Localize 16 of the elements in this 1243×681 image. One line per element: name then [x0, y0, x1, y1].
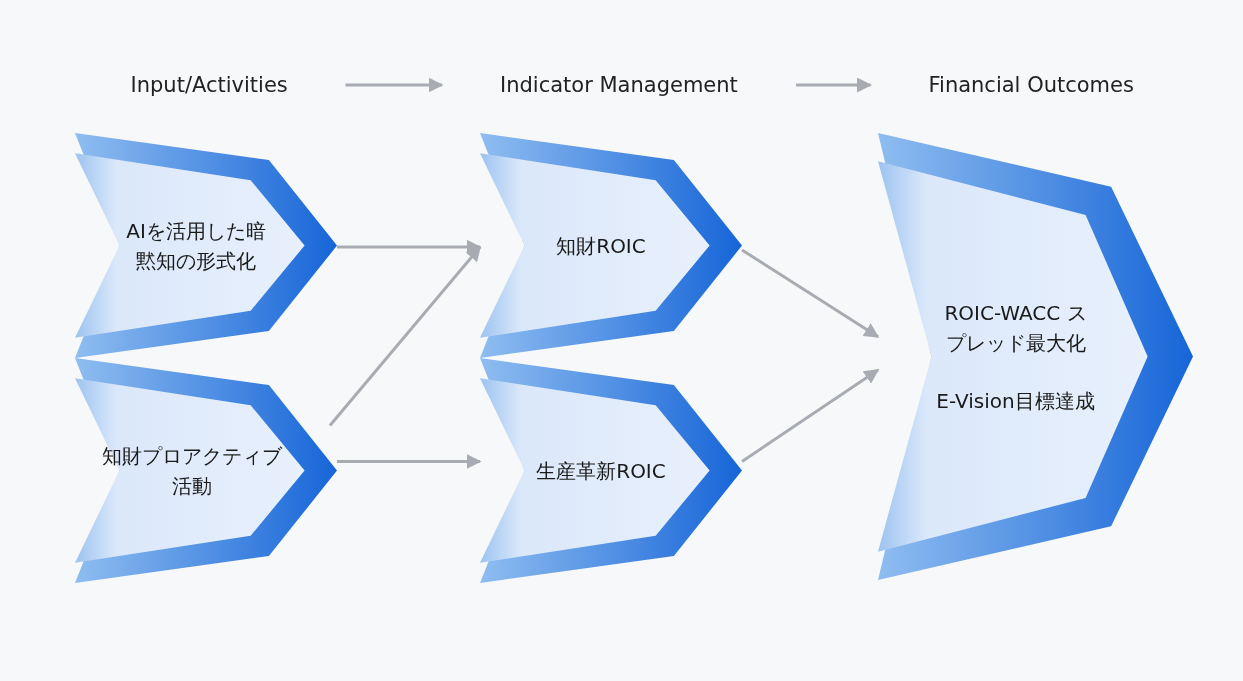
- column-heading: Financial Outcomes: [870, 65, 1192, 105]
- arrow: [796, 77, 872, 93]
- node-text: ROIC-WACC スプレッド最大化: [943, 299, 1088, 357]
- arrow: [741, 248, 880, 339]
- arrow: [337, 454, 482, 469]
- arrow: [741, 368, 880, 463]
- node-text: 知財プロアクティブ活動: [102, 442, 282, 500]
- arrow: [345, 77, 444, 93]
- node-text: AIを活用した暗黙知の形式化: [126, 217, 266, 275]
- column-heading: Input/Activities: [72, 65, 346, 105]
- node-text: 生産革新ROIC: [535, 457, 667, 485]
- arrow: [337, 239, 482, 255]
- node-text: E-Vision目標達成: [935, 387, 1096, 415]
- column-heading: Indicator Management: [442, 65, 796, 105]
- node-text: 知財ROIC: [555, 232, 647, 260]
- arrow: [328, 245, 482, 427]
